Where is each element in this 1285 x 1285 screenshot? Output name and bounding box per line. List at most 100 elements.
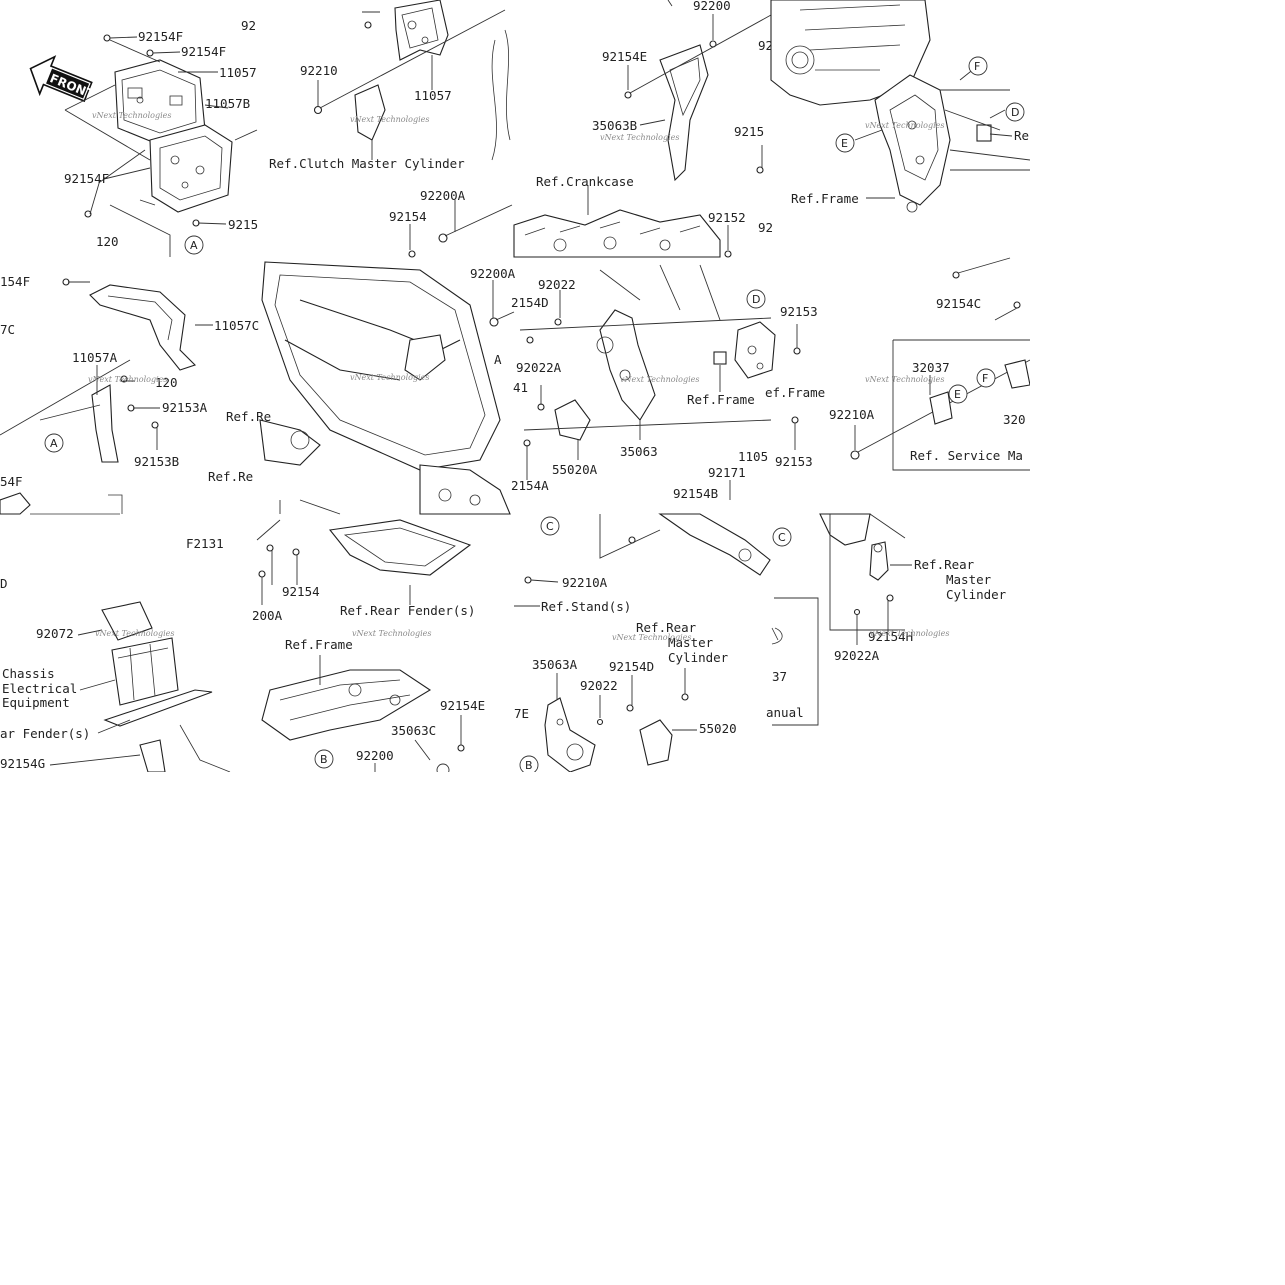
label-52: Chassis: [2, 666, 55, 681]
label-42: 92153: [775, 454, 813, 469]
label-47: 32037: [912, 360, 950, 375]
label-59: Ref.Rear Fender(s): [340, 603, 475, 618]
tile-battery: F2131 D 92072 Chassis Electrical Equipme…: [0, 536, 231, 772]
label-37: 35063: [620, 444, 658, 459]
label-75: anual: [766, 705, 804, 720]
label-1: 92154F: [138, 29, 183, 44]
label-5: 92154F: [64, 171, 109, 186]
label-22: 154F: [0, 274, 30, 289]
label-44: 92171: [708, 465, 746, 480]
callout-c-1: C: [546, 520, 554, 533]
callout-d-1: D: [1011, 106, 1019, 119]
label-71: 92022: [580, 678, 618, 693]
tile-battery-box: FRONT A 92154F 92154F 11057 11057B 92154…: [29, 18, 258, 257]
tile-rear-master-cylinder: C 37 anual Ref.Rear Master Cylinder 9215…: [766, 513, 1007, 726]
label-61: 92154E: [440, 698, 485, 713]
label-58: 200A: [252, 608, 283, 623]
label-35: 92022A: [516, 360, 562, 375]
label-41: Ref.Frame: [687, 392, 755, 407]
label-62: 35063C: [391, 723, 436, 738]
watermark-9: vNext Technologies: [95, 629, 174, 638]
label-43: 1105: [738, 449, 768, 464]
label-16: 35063B: [592, 118, 637, 133]
label-78: Cylinder: [946, 587, 1007, 602]
label-28: 92153B: [134, 454, 179, 469]
label-76: Ref.Rear: [914, 557, 975, 572]
label-49: 320: [1003, 412, 1026, 427]
tile-rear-master-bracket: B 92210A Ref.Stand(s) Ref.Rear Master Cy…: [514, 513, 771, 772]
label-85: 92: [758, 220, 773, 235]
label-67: Master: [668, 635, 714, 650]
label-33: 92022: [538, 277, 576, 292]
watermark-3: vNext Technologies: [600, 133, 679, 142]
label-72: 7E: [514, 706, 529, 721]
label-70: 92154D: [609, 659, 654, 674]
label-21: Re: [1014, 128, 1029, 143]
label-3: 11057: [219, 65, 257, 80]
callout-b-1: B: [320, 753, 328, 766]
watermark-12: vNext Technologies: [870, 629, 949, 638]
label-57: 92154: [282, 584, 320, 599]
tile-clutch-bracket: 92210 11057 Ref.Clutch Master Cylinder 9…: [269, 0, 513, 258]
tile-shaft: E F 92154C 32037 92210A 320 Ref. Service…: [829, 257, 1030, 471]
callout-e-1: E: [841, 137, 848, 150]
label-29: 54F: [0, 474, 23, 489]
label-65: Ref.Stand(s): [541, 599, 631, 614]
label-36: 55020A: [552, 462, 598, 477]
label-18: Ref.Crankcase: [536, 174, 634, 189]
label-40: ef.Frame: [765, 385, 825, 400]
tile-footpeg-bracket: D 92022 2154D 92022A 55020A 35063 2154A …: [511, 264, 825, 501]
label-69: 35063A: [532, 657, 578, 672]
label-10: 11057: [414, 88, 452, 103]
label-38: 2154A: [511, 478, 549, 493]
label-81: D: [0, 576, 8, 591]
label-51: 92072: [36, 626, 74, 641]
label-2: 92154F: [181, 44, 226, 59]
label-80: 92022A: [834, 648, 880, 663]
label-77: Master: [946, 572, 992, 587]
label-14: 92200: [693, 0, 731, 13]
label-48: 92210A: [829, 407, 875, 422]
label-50: Ref. Service Ma: [910, 448, 1023, 463]
callout-b-2: B: [525, 759, 533, 772]
watermark-6: vNext Technologies: [350, 373, 429, 382]
label-23: 11057C: [214, 318, 259, 333]
callout-a-2: A: [50, 437, 58, 450]
label-11: Ref.Clutch Master Cylinder: [269, 156, 465, 171]
label-13: 92154: [389, 209, 427, 224]
label-79: 92154H: [868, 629, 913, 644]
watermark-7: vNext Technologies: [620, 375, 699, 384]
label-73: 55020: [699, 721, 737, 736]
tile-rear-frame: B C 92154 200A Ref.Rear Fender(s) Ref.Fr…: [252, 499, 560, 772]
watermark-11: vNext Technologies: [612, 633, 691, 642]
label-54: Equipment: [2, 695, 70, 710]
watermark-8: vNext Technologies: [865, 375, 944, 384]
callout-a-1: A: [190, 239, 198, 252]
label-56: 92154G: [0, 756, 45, 771]
label-7: 120: [96, 234, 119, 249]
tile-engine-mount: F D E Ref.Frame Re vNext Technologies: [770, 0, 1030, 213]
callout-f-1: F: [974, 60, 980, 73]
callout-e-2: E: [954, 388, 961, 401]
label-66: Ref.Rear: [636, 620, 697, 635]
callout-f-2: F: [982, 372, 988, 385]
label-53: Electrical: [2, 681, 77, 696]
label-12: 92200A: [420, 188, 466, 203]
front-arrow-icon: FRONT: [29, 55, 96, 103]
label-84: 92: [758, 38, 773, 53]
callout-c-2: C: [778, 531, 786, 544]
label-74: 37: [772, 669, 787, 684]
callout-d-2: D: [752, 293, 760, 306]
label-17: 9215: [734, 124, 764, 139]
label-55: ar Fender(s): [0, 726, 90, 741]
parts-diagram: FRONT A 92154F 92154F 11057 11057B 92154…: [0, 0, 1030, 772]
tile-brackets-left: A 154F 11057C 7C 11057A 120 92153A 92153…: [0, 274, 259, 515]
label-64: 92210A: [562, 575, 608, 590]
tile-main-frame: 92200A Ref.Re Ref.Re A vNext Technologie…: [208, 261, 516, 515]
label-26: 120: [155, 375, 178, 390]
label-63: 92200: [356, 748, 394, 763]
watermark-2: vNext Technologies: [350, 115, 429, 124]
watermark-5: vNext Technologies: [88, 375, 167, 384]
tile-crankcase-bracket: 92200 92154E 35063B 9215 Ref.Crankcase 9…: [513, 0, 773, 258]
label-45: 92154B: [673, 486, 718, 501]
